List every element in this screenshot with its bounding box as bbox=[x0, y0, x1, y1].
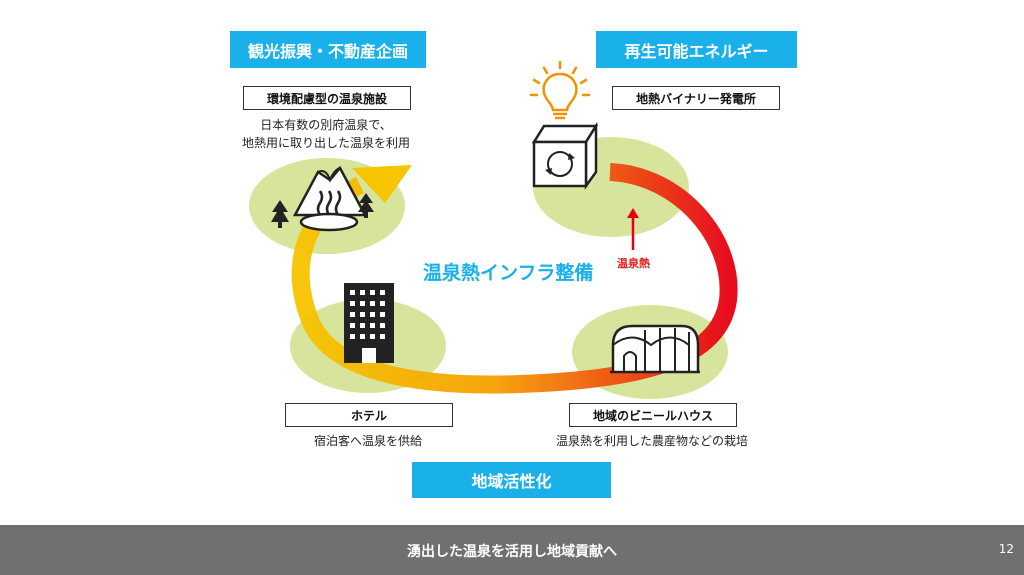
page-number: 12 bbox=[998, 542, 1014, 556]
power-plant-icon bbox=[531, 121, 599, 190]
footer-bar: 湧出した温泉を活用し地域貢献へ 12 bbox=[0, 525, 1024, 575]
category-energy: 再生可能エネルギー bbox=[596, 31, 797, 68]
onsen-description-line2: 地熱用に取り出した温泉を利用 bbox=[241, 136, 410, 150]
greenhouse-label-text: 地域のビニールハウス bbox=[592, 408, 713, 423]
greenhouse-description-text: 温泉熱を利用した農産物などの栽培 bbox=[555, 434, 748, 448]
lightbulb-icon bbox=[529, 60, 591, 120]
heat-label: 温泉熱 bbox=[617, 257, 650, 270]
onsen-facility-label-text: 環境配慮型の温泉施設 bbox=[266, 91, 387, 106]
hotel-label: ホテル bbox=[285, 403, 453, 427]
hotel-building-icon bbox=[344, 283, 394, 363]
onsen-facility-label: 環境配慮型の温泉施設 bbox=[243, 86, 411, 110]
heat-flow-loop bbox=[291, 163, 738, 394]
category-tourism-label: 観光振興・不動産企画 bbox=[247, 41, 408, 61]
geothermal-plant-label: 地熱バイナリー発電所 bbox=[612, 86, 780, 110]
greenhouse-icon bbox=[610, 324, 700, 374]
greenhouse-label: 地域のビニールハウス bbox=[569, 403, 737, 427]
greenhouse-description: 温泉熱を利用した農産物などの栽培 bbox=[532, 432, 772, 450]
onsen-description: 日本有数の別府温泉で、 地熱用に取り出した温泉を利用 bbox=[206, 116, 446, 152]
heat-flow-arrowhead bbox=[352, 165, 412, 203]
category-regional-label: 地域活性化 bbox=[471, 472, 552, 491]
category-tourism: 観光振興・不動産企画 bbox=[230, 31, 426, 68]
hotel-label-text: ホテル bbox=[350, 408, 387, 423]
hotel-description: 宿泊客へ温泉を供給 bbox=[268, 432, 468, 450]
hotel-description-text: 宿泊客へ温泉を供給 bbox=[313, 434, 422, 448]
volcano-onsen-icon bbox=[271, 165, 374, 232]
onsen-description-line1: 日本有数の別府温泉で、 bbox=[260, 118, 392, 132]
footer-text: 湧出した温泉を活用し地域貢献へ bbox=[407, 544, 617, 560]
category-energy-label: 再生可能エネルギー bbox=[624, 41, 769, 61]
center-label: 温泉熱インフラ整備 bbox=[423, 262, 594, 284]
geothermal-plant-label-text: 地熱バイナリー発電所 bbox=[636, 91, 756, 106]
category-regional: 地域活性化 bbox=[412, 462, 611, 498]
cycle-diagram bbox=[249, 60, 738, 399]
